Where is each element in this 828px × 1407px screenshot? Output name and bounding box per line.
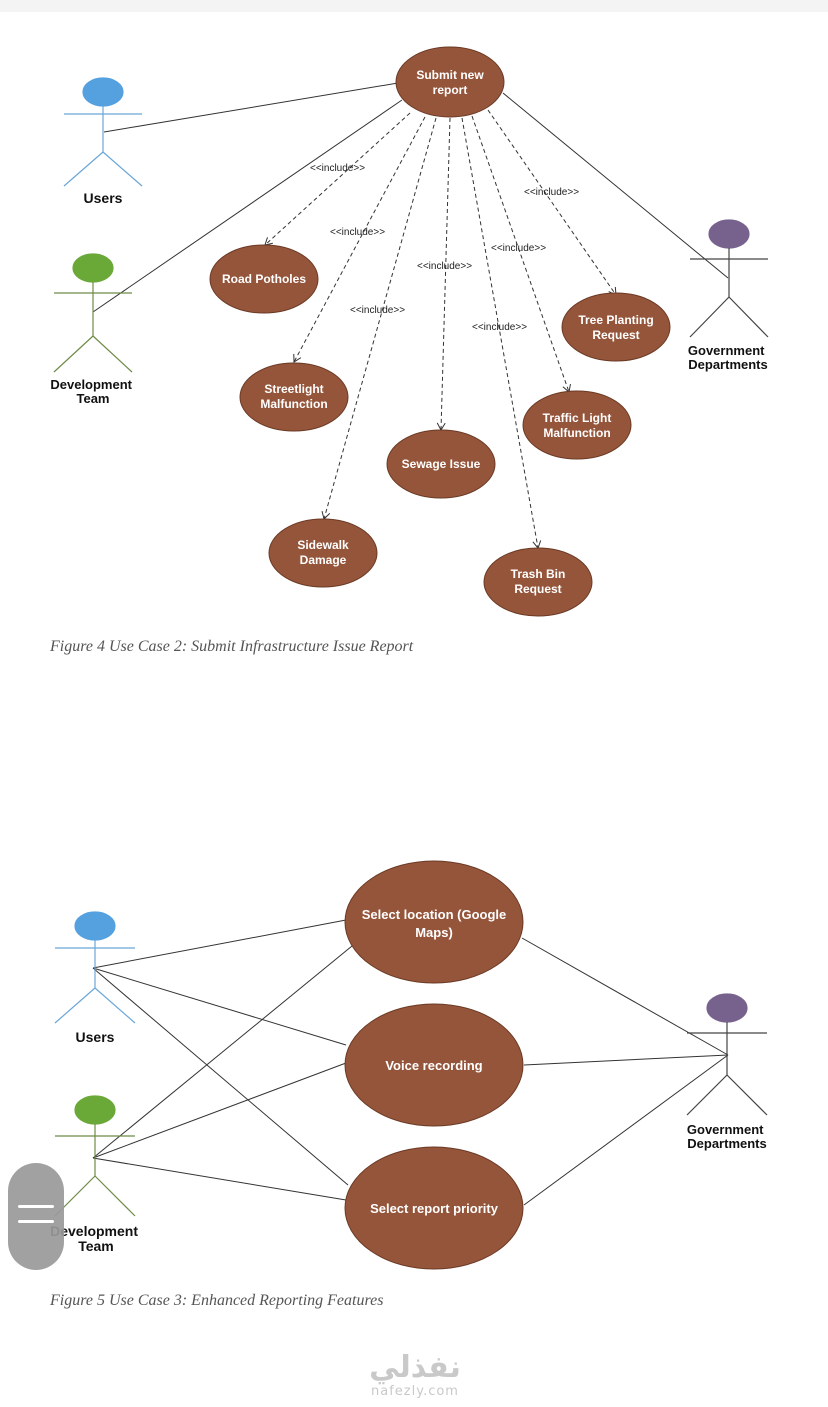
actor-users-label: Users [76, 1029, 115, 1045]
assoc-users-voice [92, 967, 347, 1046]
svg-text:Road Potholes: Road Potholes [222, 272, 306, 286]
usecase-voice-recording: Voice recording [344, 1003, 524, 1127]
include-label: <<include>> [472, 322, 527, 333]
include-sewage [436, 117, 451, 432]
assoc-users-priority [92, 967, 349, 1186]
fig4-associations [92, 82, 729, 313]
actor-development-team [54, 1095, 136, 1217]
actor-gov-head [706, 993, 748, 1023]
assoc-users-location [92, 919, 347, 969]
actor-dev-head [74, 1095, 116, 1125]
usecase-sewage-issue: Sewage Issue [386, 429, 496, 499]
svg-text:Select report priority: Select report priority [370, 1201, 499, 1216]
assoc-dev-priority [92, 1157, 347, 1201]
figure5-diagram: Users Development Team Government Depart… [50, 860, 768, 1270]
menu-button[interactable] [8, 1163, 64, 1270]
actor-users [54, 911, 136, 1024]
watermark-latin: nafezly.com [371, 1384, 459, 1399]
assoc-submit-gov [502, 92, 729, 279]
include-label: <<include>> [330, 227, 385, 238]
svg-text:Sewage Issue: Sewage Issue [402, 457, 481, 471]
actor-users [63, 77, 143, 187]
usecase-road-potholes: Road Potholes [209, 244, 319, 314]
svg-text:Voice recording: Voice recording [385, 1058, 482, 1073]
figure4-diagram: <<include>> <<include>> <<include>> <<in… [50, 46, 769, 617]
figure5-caption: Figure 5 Use Case 3: Enhanced Reporting … [50, 1292, 384, 1309]
actor-gov-head [708, 219, 750, 249]
usecase-select-report-priority: Select report priority [344, 1146, 524, 1270]
actor-users-head [82, 77, 124, 107]
actor-users-head [74, 911, 116, 941]
include-streetlight [293, 116, 426, 363]
assoc-dev-submit [92, 99, 403, 313]
include-road-potholes [264, 112, 411, 246]
assoc-dev-location [92, 945, 353, 1159]
actor-gov-label: Government Departments [687, 1122, 767, 1151]
include-label: <<include>> [524, 187, 579, 198]
hamburger-menu-icon-bar [18, 1220, 54, 1223]
include-label: <<include>> [350, 305, 405, 316]
actor-government [686, 993, 768, 1116]
actor-users-label: Users [84, 190, 123, 206]
actor-dev-label: Development Team [50, 377, 135, 406]
assoc-voice-gov [523, 1054, 729, 1066]
actor-dev-label: Development Team [50, 1223, 142, 1254]
hamburger-menu-icon [18, 1205, 54, 1208]
include-label: <<include>> [310, 163, 365, 174]
fig4-include-labels: <<include>> <<include>> <<include>> <<in… [310, 163, 579, 333]
actor-government [689, 219, 769, 338]
assoc-dev-voice [92, 1062, 347, 1159]
watermark-logo: نفذلي nafezly.com [340, 1350, 490, 1400]
fig4-includes [264, 109, 617, 549]
include-tree-planting [487, 109, 617, 296]
actor-gov-label: Government Departments [688, 343, 768, 372]
assoc-users-submit [103, 82, 399, 133]
include-label: <<include>> [491, 243, 546, 254]
include-label: <<include>> [417, 261, 472, 272]
figure4-caption: Figure 4 Use Case 2: Submit Infrastructu… [50, 638, 414, 655]
fig5-associations [92, 919, 729, 1206]
actor-development-team [53, 253, 133, 373]
top-bar [0, 0, 828, 12]
actor-dev-head [72, 253, 114, 283]
include-trash-bin [461, 117, 542, 549]
include-sidewalk [321, 117, 437, 520]
assoc-location-gov [521, 937, 729, 1056]
watermark-arabic: نفذلي [369, 1350, 461, 1385]
assoc-priority-gov [523, 1054, 729, 1206]
